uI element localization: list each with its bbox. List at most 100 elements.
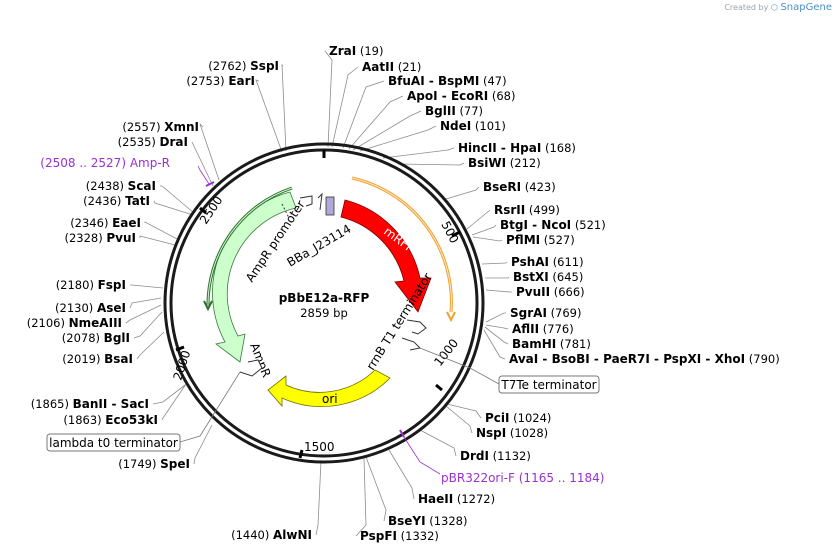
feature-box [498, 375, 600, 394]
site-position: (2753) [186, 74, 224, 88]
site-label: ApoI - EcoRI (68) [407, 89, 515, 103]
site-enzyme-name: NcoI [541, 218, 571, 232]
site-enzyme-name: PshAI [511, 255, 549, 269]
site-enzyme-name: HpaI [510, 141, 541, 155]
tick-label-1000: 1000 [431, 336, 461, 369]
site-label: BglII (77) [425, 104, 483, 118]
site-label: BamHI (781) [512, 337, 591, 351]
site-connector [199, 123, 220, 181]
site-enzyme-name: SacI [121, 397, 149, 411]
site-label: BstXI (645) [513, 270, 583, 284]
site-separator: - [497, 141, 510, 155]
snapgene-credit: Created by ⬡ SnapGene [724, 2, 832, 13]
site-label: PflMI (527) [506, 233, 575, 247]
site-label: AvaI - BsoBI - PaeR7I - PspXI - XhoI (79… [509, 352, 780, 366]
site-label: (2535) DraI [118, 135, 188, 149]
site-label: (1440) AlwNI [231, 528, 312, 542]
site-label: BsiWI (212) [468, 156, 541, 170]
site-lines [125, 50, 512, 537]
site-separator: - [538, 352, 551, 366]
site-connector [419, 429, 457, 457]
site-position: (1328) [429, 514, 467, 528]
site-label: AatII (21) [362, 60, 421, 74]
site-connector [352, 110, 422, 151]
site-connector [485, 324, 509, 330]
site-enzyme-name: Eco53kI [105, 413, 158, 427]
site-enzyme-name: XmnI [164, 120, 199, 134]
feature-span-arrow [446, 311, 456, 323]
feature-box-label: T7Te terminator [500, 378, 596, 392]
site-position: (68) [492, 89, 516, 103]
primer-range: (2508 .. 2527) [40, 156, 130, 170]
site-enzyme-name: BtgI [500, 218, 528, 232]
boxed-feature-labels: T7Te terminator lambda t0 terminator [46, 375, 600, 452]
site-position: (2438) [86, 179, 124, 193]
site-connector [445, 405, 473, 434]
site-connector [191, 141, 214, 187]
snapgene-logo-icon: ⬡ [770, 3, 778, 12]
site-connector [445, 186, 480, 200]
site-enzyme-name: EaeI [112, 216, 141, 230]
site-enzyme-name: AlwNI [273, 528, 312, 542]
site-label: HincII - HpaI (168) [458, 141, 576, 155]
site-label: (2436) TatI [83, 194, 150, 208]
feature-ampr-split [281, 203, 290, 219]
site-enzyme-name: FspI [98, 278, 126, 292]
t7te-leader [419, 347, 500, 385]
site-separator: - [425, 74, 438, 88]
site-label: (2328) PvuI [64, 231, 136, 245]
site-label: (1863) Eco53kI [63, 413, 158, 427]
site-enzyme-name: BglI [104, 331, 130, 345]
feature-box-label: lambda t0 terminator [49, 436, 178, 450]
site-label: PspFI (1332) [360, 529, 439, 543]
site-enzyme-name: AflII [512, 322, 539, 336]
site-enzyme-name: DrdI [460, 449, 489, 463]
site-connector [315, 460, 322, 536]
site-label: HaeII (1272) [418, 492, 495, 506]
site-enzyme-name: TatI [125, 194, 150, 208]
site-enzyme-name: BstXI [513, 270, 549, 284]
site-label: NspI (1028) [476, 426, 548, 440]
site-position: (1272) [457, 492, 495, 506]
site-connector [365, 456, 387, 522]
site-position: (2557) [122, 120, 160, 134]
scale-ticks [175, 206, 461, 459]
site-enzyme-name: PciI [485, 411, 510, 425]
primer-name: pBR322ori-F [441, 471, 519, 485]
site-enzyme-name: BanII [73, 397, 108, 411]
site-connector [152, 384, 186, 405]
site-enzyme-name: BsaI [104, 352, 133, 366]
site-enzyme-name: PflMI [506, 233, 540, 247]
site-separator: - [528, 218, 541, 232]
site-separator: - [701, 352, 714, 366]
site-connector [331, 66, 359, 148]
site-position: (47) [483, 74, 507, 88]
site-enzyme-name: SpeI [160, 457, 190, 471]
site-position: (1863) [63, 413, 101, 427]
site-enzyme-name: XhoI [715, 352, 746, 366]
credit-brand: SnapGene [780, 2, 832, 13]
lambda-leader [179, 371, 241, 443]
site-enzyme-name: PspXI [663, 352, 701, 366]
site-labels: ZraI (19)AatII (21)BfuAI - BspMI (47)Apo… [27, 44, 780, 543]
site-position: (527) [544, 233, 575, 247]
ampr-span-arrow [203, 300, 213, 312]
site-connector [484, 326, 509, 345]
site-position: (2436) [83, 194, 121, 208]
tick-label-1500: 1500 [304, 440, 335, 454]
site-separator: - [107, 397, 120, 411]
site-position: (2762) [208, 59, 246, 73]
site-label: SgrAI (769) [510, 306, 582, 320]
site-position: (2130) [55, 301, 93, 315]
site-enzyme-name: SspI [250, 59, 279, 73]
site-label: (2130) AseI [55, 301, 126, 315]
site-connector [466, 209, 491, 230]
site-position: (499) [529, 203, 560, 217]
primer-leader-pbr322 [401, 433, 441, 475]
site-label: DrdI (1132) [460, 449, 531, 463]
site-connector [153, 200, 194, 216]
ampr-span-arc-inner [207, 187, 293, 308]
site-label: RsrII (499) [494, 203, 560, 217]
site-connector [472, 236, 503, 242]
